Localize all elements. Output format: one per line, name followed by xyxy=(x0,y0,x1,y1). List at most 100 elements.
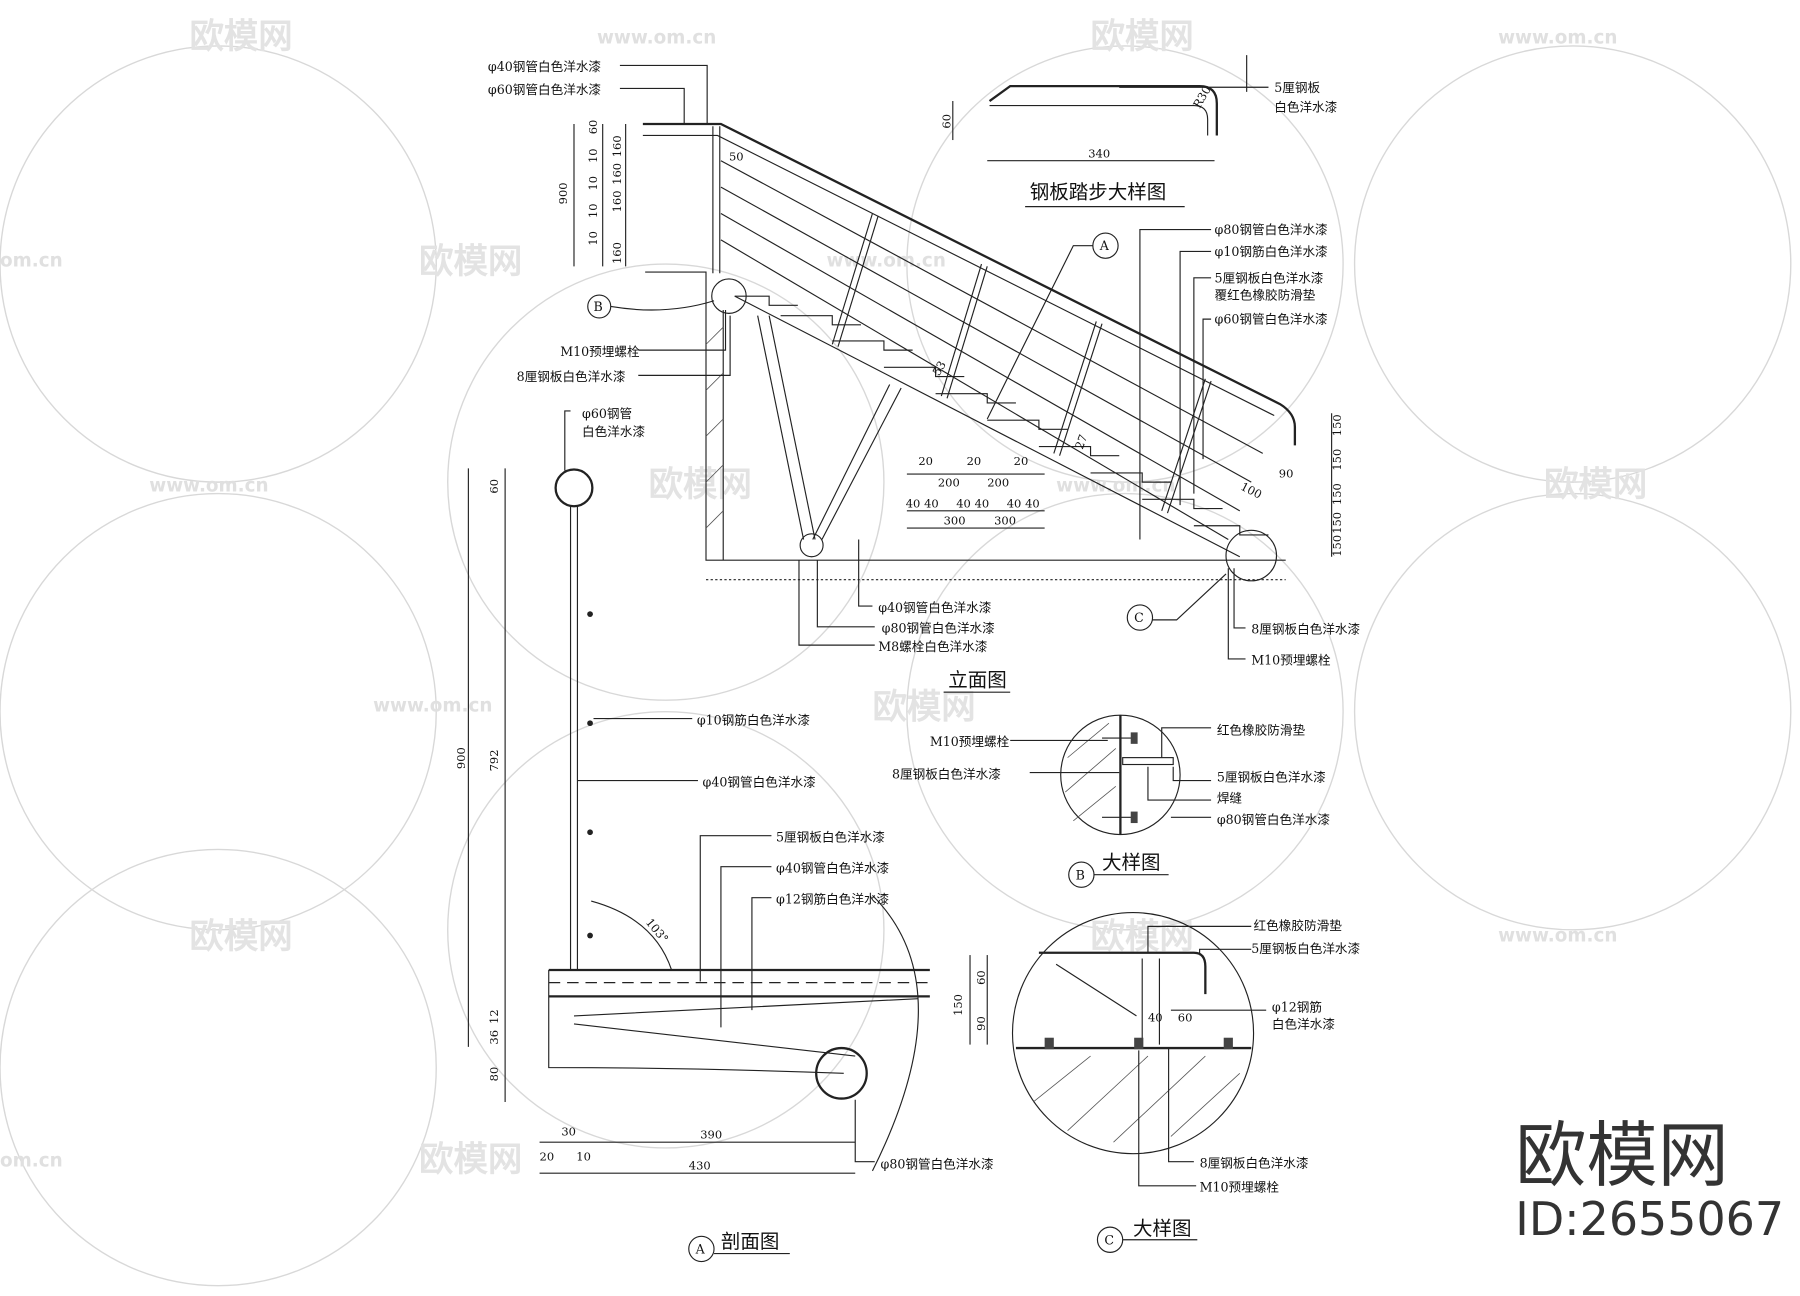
drawing-label: A xyxy=(695,1242,706,1257)
section-a: 103° φ60钢管 白色洋水漆 900 60 792 12 36 80 φ10… xyxy=(454,406,994,1263)
drawing-label: φ40钢管白色洋水漆 xyxy=(488,59,602,74)
drawing-label: 欧模网 xyxy=(419,242,522,282)
drawing-label: φ40钢管白色洋水漆 xyxy=(776,860,890,875)
drawing-label: 50 xyxy=(729,150,744,164)
drawing-label: 200 xyxy=(938,476,960,490)
drawing-label: φ60钢管白色洋水漆 xyxy=(1215,312,1329,327)
drawing-label: 150 xyxy=(951,994,965,1016)
drawing-label: 欧模网 xyxy=(649,465,752,505)
drawing-label: 300 xyxy=(944,514,966,528)
drawing-label: www.om.cn xyxy=(1498,925,1617,946)
drawing-label: 欧模网 xyxy=(1544,465,1647,505)
drawing-label: 红色橡胶防滑垫 xyxy=(1217,723,1306,738)
drawing-label: 60 xyxy=(487,479,501,494)
drawing-label: 60 xyxy=(974,970,988,985)
drawing-label: φ60钢管 xyxy=(582,406,632,421)
drawing-label: 160 xyxy=(610,242,624,264)
drawing-label: 40 xyxy=(924,496,939,510)
drawing-label: 40 xyxy=(906,496,921,510)
drawing-label: φ80钢管白色洋水漆 xyxy=(880,1157,994,1172)
drawing-label: 100 xyxy=(1238,479,1264,501)
drawing-label: C xyxy=(1134,610,1144,625)
drawing-label: φ80钢管白色洋水漆 xyxy=(1217,812,1331,827)
drawing-label: 红色橡胶防滑垫 xyxy=(1254,918,1343,933)
drawing-label: 60 xyxy=(1178,1011,1193,1025)
drawing-label: www.om.cn xyxy=(1498,28,1617,49)
drawing-label: 90 xyxy=(1279,467,1294,481)
detail-c-title: 大样图 xyxy=(1133,1217,1192,1240)
callout-b-label: B xyxy=(594,299,603,314)
drawing-label: 10 xyxy=(586,148,600,163)
drawing-label: www.om.cn xyxy=(373,696,492,717)
drawing-label: 10 xyxy=(586,176,600,191)
drawing-label: 900 xyxy=(556,182,570,204)
drawing-label: M8螺栓白色洋水漆 xyxy=(878,639,988,654)
drawing-label: φ10钢筋白色洋水漆 xyxy=(697,712,811,727)
drawing-label: 150 xyxy=(1330,483,1344,505)
drawing-label: 150 xyxy=(1330,449,1344,471)
drawing-label: 白色洋水漆 xyxy=(582,424,645,439)
drawing-label: φ12钢筋 xyxy=(1272,999,1322,1014)
drawing-label: 160 xyxy=(610,190,624,212)
drawing-label: 欧模网 xyxy=(1091,917,1194,957)
drawing-label: 792 xyxy=(487,750,501,772)
drawing-label: M10预埋螺栓 xyxy=(560,344,640,359)
drawing-label: 8厘钢板白色洋水漆 xyxy=(1251,622,1360,637)
drawing-label: 900 xyxy=(454,747,468,769)
drawing-label: 白色洋水漆 xyxy=(1274,99,1337,114)
drawing-label: φ12钢筋白色洋水漆 xyxy=(776,891,890,906)
drawing-label: 20 xyxy=(1014,454,1029,468)
drawing-label: φ80钢管白色洋水漆 xyxy=(882,621,996,636)
drawing-label: φ10钢筋白色洋水漆 xyxy=(1215,244,1329,259)
drawing-label: φ80钢管白色洋水漆 xyxy=(1215,222,1329,237)
drawing-label: 焊缝 xyxy=(1217,790,1243,805)
drawing-label: 36 xyxy=(487,1030,501,1045)
tread-detail: 60 340 R30 5厘钢板 白色洋水漆 钢板踏步大样图 xyxy=(940,55,1338,208)
drawing-label: M10预埋螺栓 xyxy=(1251,653,1331,668)
drawing-label: 300 xyxy=(994,514,1016,528)
drawing-label: M10预埋螺栓 xyxy=(930,734,1010,749)
drawing-label: 8厘钢板白色洋水漆 xyxy=(517,369,626,384)
drawing-label: 430 xyxy=(689,1159,711,1173)
drawing-label: 150 xyxy=(1330,414,1344,436)
detail-b: M10预埋螺栓 8厘钢板白色洋水漆 红色橡胶防滑垫 5厘钢板白色洋水漆 焊缝 φ… xyxy=(892,714,1331,888)
drawing-label: 390 xyxy=(700,1128,722,1142)
drawing-label: om.cn xyxy=(0,1150,63,1171)
drawing-label: 200 xyxy=(987,476,1009,490)
drawing-label: 5厘钢板 xyxy=(1274,80,1320,95)
drawing-label: 40 xyxy=(1025,496,1040,510)
detail-c: 150 60 90 40 60 红色橡胶防滑垫 5厘钢板白色洋水漆 φ12钢筋 … xyxy=(951,912,1361,1253)
drawing-label: 60 xyxy=(940,114,954,129)
drawing-label: 5厘钢板白色洋水漆 xyxy=(1215,270,1324,285)
drawing-label: 欧模网 xyxy=(189,917,292,957)
brand-logo: 欧模网 xyxy=(1515,1114,1728,1197)
drawing-label: A xyxy=(1099,238,1110,253)
drawing-label: 40 xyxy=(1007,496,1022,510)
tread-detail-title: 钢板踏步大样图 xyxy=(1030,181,1167,204)
drawing-label: 10 xyxy=(576,1150,591,1164)
drawing-label: 150 xyxy=(1330,512,1344,534)
drawing-label: 60 xyxy=(586,120,600,135)
drawing-label: 20 xyxy=(540,1150,555,1164)
drawing-label: 10 xyxy=(586,204,600,219)
drawing-label: 40 xyxy=(1148,1011,1163,1025)
drawing-label: C xyxy=(1104,1232,1114,1247)
drawing-label: 27 xyxy=(1072,433,1090,452)
drawing-label: 53 xyxy=(930,358,949,378)
drawing-label: www.om.cn xyxy=(149,475,268,496)
drawing-label: 5厘钢板白色洋水漆 xyxy=(776,829,885,844)
drawing-label: om.cn xyxy=(0,250,63,271)
watermark-layer: 欧模网 欧模网 欧模网 欧模网 欧模网 欧模网 欧模网 欧模网 欧模网 www.… xyxy=(0,17,1792,1287)
drawing-label: 40 xyxy=(975,496,990,510)
drawing-label: 10 xyxy=(586,231,600,246)
elevation-title: 立面图 xyxy=(948,668,1007,691)
drawing-label: φ60钢管白色洋水漆 xyxy=(488,82,602,97)
drawing-label: 150 xyxy=(1330,535,1344,557)
drawing-label: 欧模网 xyxy=(1091,17,1194,57)
drawing-label: 30 xyxy=(561,1124,576,1138)
drawing-label: 20 xyxy=(967,454,982,468)
drawing-label: 欧模网 xyxy=(872,688,975,728)
drawing-label: 白色洋水漆 xyxy=(1272,1017,1335,1032)
drawing-label: 5厘钢板白色洋水漆 xyxy=(1217,770,1326,785)
